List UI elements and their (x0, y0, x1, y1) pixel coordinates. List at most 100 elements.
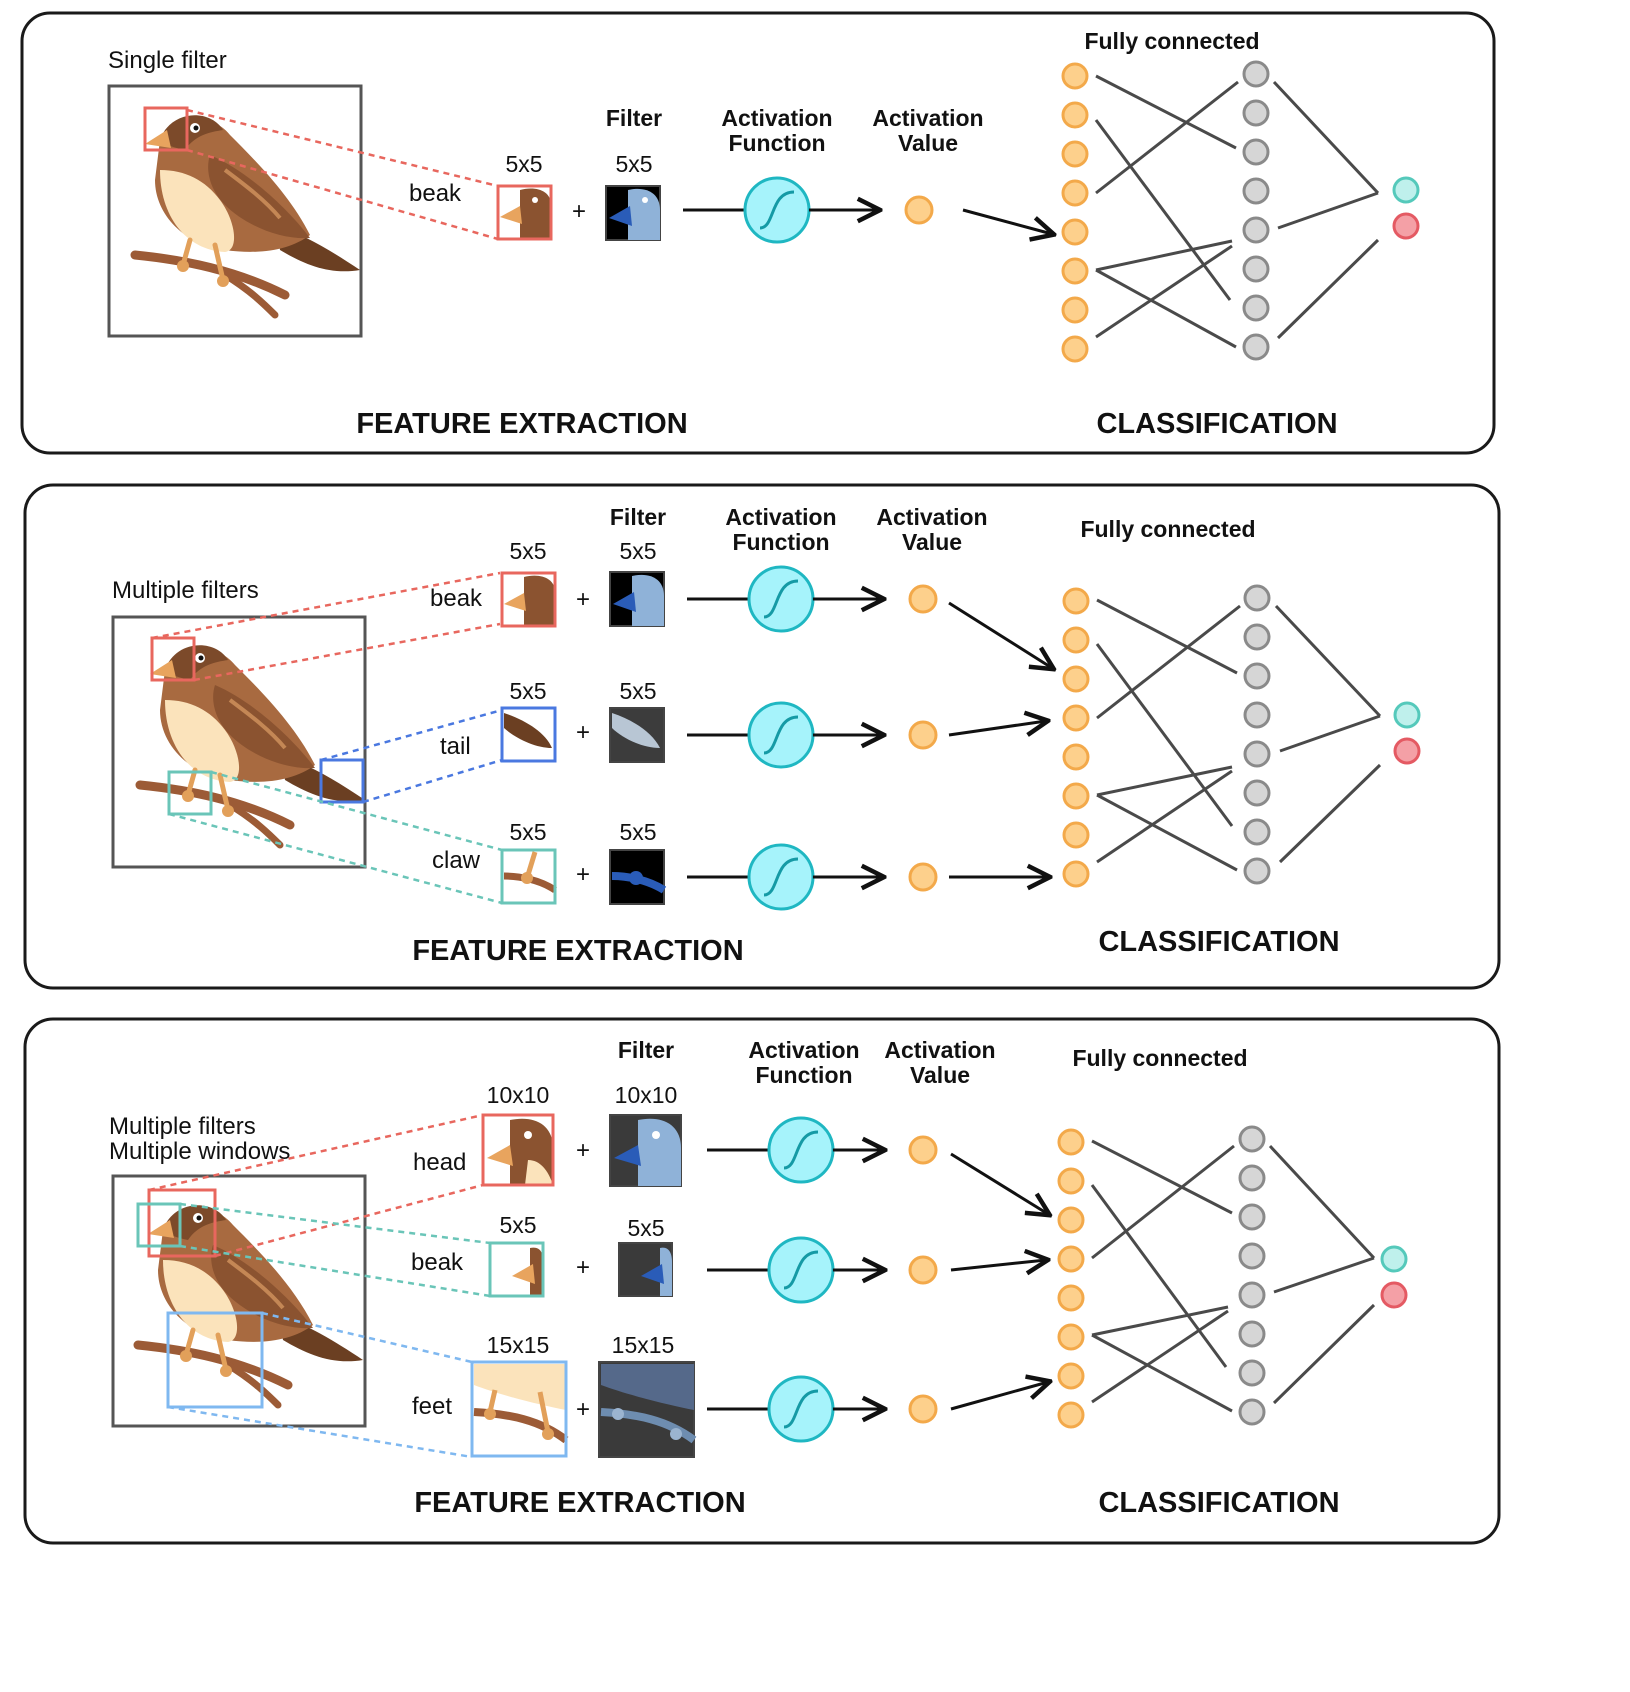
input-node (1062, 626, 1090, 654)
hidden-node (1242, 60, 1270, 88)
window-size-label: 10x10 (487, 1082, 550, 1108)
output-node-red (1380, 1281, 1408, 1309)
hidden-node (1238, 1125, 1266, 1153)
hidden-node (1238, 1242, 1266, 1270)
hidden-node (1238, 1164, 1266, 1192)
hidden-node (1243, 584, 1271, 612)
panel-frame (23, 1017, 1501, 1545)
hidden-node (1243, 779, 1271, 807)
claw-crop-thumbnail (500, 848, 557, 905)
beak-projection-line (151, 571, 501, 640)
window-size-label: 5x5 (509, 819, 546, 845)
tail-projection-line (320, 708, 503, 762)
input-node (1057, 1167, 1085, 1195)
head-projection-line (214, 1183, 484, 1258)
beak-projection-line (179, 1202, 491, 1245)
input-node (1061, 218, 1089, 246)
hidden-node (1243, 701, 1271, 729)
input-node (1061, 296, 1089, 324)
input-node (1061, 62, 1089, 90)
output-node-red (1393, 737, 1421, 765)
input-node (1062, 782, 1090, 810)
hidden-node (1243, 740, 1271, 768)
hidden-node (1243, 857, 1271, 885)
input-node (1062, 821, 1090, 849)
filter-row-feet: 15x15 15x15 feet + (412, 1332, 1048, 1458)
beak-crop-thumbnail (496, 184, 553, 241)
filter-header: Filter (610, 504, 666, 530)
filter-size-label: 5x5 (619, 678, 656, 704)
feature-extraction-title: FEATURE EXTRACTION (412, 935, 743, 967)
beak-window (143, 106, 189, 152)
activation-function-sigmoid-icon (743, 176, 811, 244)
input-node (1057, 1401, 1085, 1429)
activation-value-node (908, 1394, 938, 1424)
sigmoid-curve-icon (759, 190, 795, 230)
filter-row-claw: 5x5 5x5 claw + (432, 819, 1048, 911)
feet-projection-line (167, 1405, 473, 1459)
activation-function-sigmoid-icon (747, 843, 815, 911)
beak-crop-thumbnail (500, 571, 557, 628)
feet-window (166, 1311, 264, 1409)
hidden-node (1238, 1203, 1266, 1231)
filter-row-beak: 5x5 5x5 beak + (430, 538, 1052, 668)
beak-window (136, 1202, 182, 1248)
filter-row-tail: 5x5 5x5 tail + (440, 678, 1046, 769)
plus-operator: + (576, 861, 590, 888)
window-size-label: 5x5 (499, 1212, 536, 1238)
filter-header: Filter (606, 105, 662, 131)
panel-caption: Multiple filters (109, 1113, 256, 1140)
feature-extraction-title: FEATURE EXTRACTION (414, 1487, 745, 1519)
hidden-node (1242, 177, 1270, 205)
fully-connected-header: Fully connected (1080, 516, 1255, 542)
hidden-node (1243, 818, 1271, 846)
hidden-node (1238, 1281, 1266, 1309)
fully-connected-network (1057, 1125, 1408, 1429)
feet-projection-line (261, 1311, 473, 1364)
plus-operator: + (576, 1254, 590, 1281)
row-label: claw (432, 847, 481, 874)
classification-title: CLASSIFICATION (1098, 1487, 1339, 1519)
activation-function-sigmoid-icon (747, 701, 815, 769)
input-node (1057, 1206, 1085, 1234)
hidden-node (1238, 1359, 1266, 1387)
plus-operator: + (576, 719, 590, 746)
beak-filter-thumbnail (605, 185, 661, 241)
tail-crop-thumbnail (500, 706, 557, 763)
input-node (1061, 101, 1089, 129)
input-node (1062, 587, 1090, 615)
activation-value-node (908, 584, 938, 614)
hidden-node (1242, 255, 1270, 283)
claw-projection-line (168, 812, 503, 905)
input-node (1062, 860, 1090, 888)
classification-title: CLASSIFICATION (1098, 926, 1339, 958)
row-label: feet (412, 1393, 452, 1420)
input-node (1057, 1323, 1085, 1351)
activation-value-node (908, 862, 938, 892)
panel-single-filter: Single filter beak 5x5 + Filter 5x5 Acti… (20, 11, 1496, 455)
head-window (147, 1188, 217, 1258)
filter-size-label: 5x5 (619, 819, 656, 845)
filter-size-label: 10x10 (615, 1082, 678, 1108)
filter-size-label: 5x5 (627, 1215, 664, 1241)
input-node (1061, 140, 1089, 168)
hidden-node (1238, 1398, 1266, 1426)
hidden-node (1238, 1320, 1266, 1348)
window-size-label: 5x5 (509, 678, 546, 704)
beak-window (150, 636, 196, 682)
plus-operator: + (576, 1396, 590, 1423)
beak-projection-line (186, 148, 499, 241)
row-label: beak (411, 1249, 464, 1276)
beak-projection-line (179, 1244, 491, 1298)
beak-projection-line (193, 622, 501, 682)
activation-value-node (908, 1135, 938, 1165)
hidden-node (1242, 99, 1270, 127)
activation-function-sigmoid-icon (767, 1116, 835, 1184)
classification-title: CLASSIFICATION (1096, 408, 1337, 440)
filter-size-label: 5x5 (619, 538, 656, 564)
